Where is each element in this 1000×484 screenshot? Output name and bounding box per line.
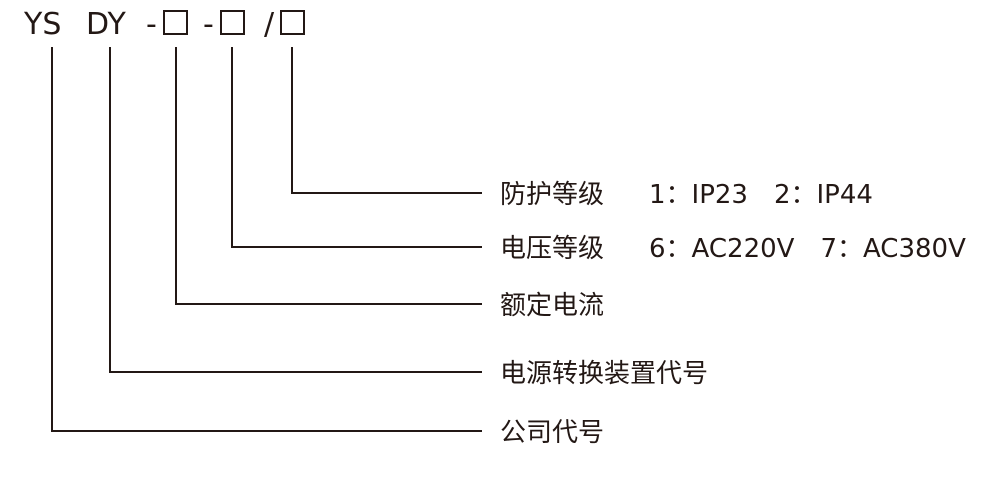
connector-lines <box>51 47 482 432</box>
model-code: YS DY - - / <box>23 7 305 42</box>
label-protection-options: 1：IP23 2：IP44 <box>649 180 873 210</box>
code-placeholder-box-voltage <box>220 10 245 35</box>
code-segment-dy: DY <box>86 7 126 42</box>
code-dash-2: - <box>203 7 214 42</box>
code-slash: / <box>264 7 275 42</box>
connector-rated-current <box>175 47 482 305</box>
connector-company-code <box>51 47 482 432</box>
label-rated-current: 额定电流 <box>500 291 604 321</box>
label-protection-name: 防护等级 <box>500 180 604 210</box>
label-voltage-name: 电压等级 <box>500 234 604 264</box>
code-placeholder-box-current <box>163 10 188 35</box>
labels: 防护等级 1：IP23 2：IP44 电压等级 6：AC220V 7：AC380… <box>500 180 966 448</box>
label-device-code: 电源转换装置代号 <box>500 359 708 389</box>
code-placeholder-box-protection <box>280 10 305 35</box>
connector-voltage <box>231 47 482 248</box>
code-dash-1: - <box>146 7 157 42</box>
connector-device-code <box>109 47 482 373</box>
label-voltage-options: 6：AC220V 7：AC380V <box>649 234 966 264</box>
code-segment-ys: YS <box>23 7 61 42</box>
label-company-code: 公司代号 <box>500 418 604 448</box>
connector-protection <box>291 47 482 194</box>
